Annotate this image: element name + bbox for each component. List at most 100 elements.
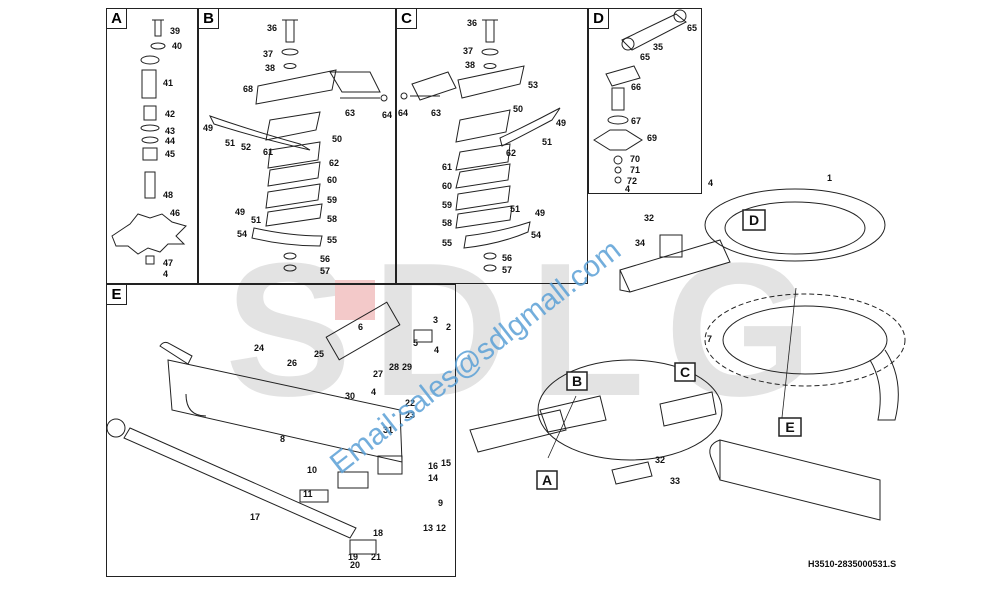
panel-d-assembly <box>593 9 687 184</box>
part-label: 58 <box>442 218 452 228</box>
part-label: 46 <box>170 208 180 218</box>
panel-a-letter: A <box>107 9 127 29</box>
part-label: 50 <box>332 134 342 144</box>
part-label: 58 <box>327 214 337 224</box>
part-label: 4 <box>371 387 376 397</box>
panel-a-assembly <box>111 19 187 265</box>
part-label: 49 <box>535 208 545 218</box>
part-label: 69 <box>647 133 657 143</box>
frame-assembly <box>469 359 723 461</box>
part-label: 71 <box>630 165 640 175</box>
part-label: 26 <box>287 358 297 368</box>
part-label: 43 <box>165 126 175 136</box>
part-label: 57 <box>502 265 512 275</box>
part-label: 14 <box>428 473 438 483</box>
part-label: 3 <box>433 315 438 325</box>
part-label: 17 <box>250 512 260 522</box>
callout-a-label: A <box>542 472 552 488</box>
part-label: 40 <box>172 41 182 51</box>
part-label: 37 <box>263 49 273 59</box>
part-label: 18 <box>373 528 383 538</box>
part-label: 4 <box>708 178 713 188</box>
part-label: 59 <box>327 195 337 205</box>
part-label: 4 <box>625 184 630 194</box>
part-label: 16 <box>428 461 438 471</box>
part-label: 11 <box>303 489 313 499</box>
part-label: 24 <box>254 343 264 353</box>
part-label: 54 <box>237 229 247 239</box>
main-assembly <box>611 188 906 521</box>
part-label: 63 <box>431 108 441 118</box>
part-label: 35 <box>653 42 663 52</box>
panel-d-letter: D <box>589 9 609 29</box>
part-label: 51 <box>225 138 235 148</box>
part-label: 4 <box>434 345 439 355</box>
part-label: 51 <box>510 204 520 214</box>
part-label: 23 <box>405 410 415 420</box>
brand-watermark-text: SDLG <box>225 224 833 436</box>
part-label: 63 <box>345 108 355 118</box>
part-label: 72 <box>627 176 637 186</box>
part-label: 31 <box>383 425 393 435</box>
callout-a: A <box>536 470 558 490</box>
part-label: 45 <box>165 149 175 159</box>
part-label: 61 <box>442 162 452 172</box>
part-label: 65 <box>687 23 697 33</box>
part-label: 44 <box>165 136 175 146</box>
part-label: 30 <box>345 391 355 401</box>
part-label: 53 <box>528 80 538 90</box>
part-label: 36 <box>467 18 477 28</box>
part-label: 33 <box>670 476 680 486</box>
part-label: 49 <box>235 207 245 217</box>
part-label: 55 <box>327 235 337 245</box>
part-label: 6 <box>358 322 363 332</box>
part-label: 25 <box>314 349 324 359</box>
callout-b-label: B <box>572 373 582 389</box>
part-label: 10 <box>307 465 317 475</box>
part-label: 62 <box>506 148 516 158</box>
callout-c: C <box>674 362 696 382</box>
part-label: 22 <box>405 398 415 408</box>
part-label: 32 <box>644 213 654 223</box>
part-label: 12 <box>436 523 446 533</box>
panel-c-assembly <box>400 19 561 272</box>
part-label: 32 <box>655 455 665 465</box>
part-label: 57 <box>320 266 330 276</box>
part-label: 66 <box>631 82 641 92</box>
part-label: 62 <box>329 158 339 168</box>
part-label: 50 <box>513 104 523 114</box>
panel-e: E <box>106 284 456 577</box>
part-label: 51 <box>251 215 261 225</box>
part-label: 68 <box>243 84 253 94</box>
part-label: 8 <box>280 434 285 444</box>
callout-d: D <box>742 209 766 231</box>
part-label: 65 <box>640 52 650 62</box>
part-label: 56 <box>320 254 330 264</box>
part-label: 1 <box>827 173 832 183</box>
panel-b-letter: B <box>199 9 219 29</box>
panel-a: A <box>106 8 198 284</box>
panel-b: B <box>198 8 396 284</box>
part-label: 61 <box>263 147 273 157</box>
part-label: 2 <box>446 322 451 332</box>
part-label: 39 <box>170 26 180 36</box>
callout-b: B <box>566 371 588 391</box>
part-label: 64 <box>398 108 408 118</box>
email-watermark-text: Email:sales@sdlgmall.com <box>324 234 627 481</box>
part-label: 56 <box>502 253 512 263</box>
callout-d-label: D <box>749 212 759 228</box>
part-label: 64 <box>382 110 392 120</box>
part-label: 54 <box>531 230 541 240</box>
panel-e-assembly <box>106 301 433 555</box>
part-label: 60 <box>327 175 337 185</box>
panel-c-letter: C <box>397 9 417 29</box>
part-label: 38 <box>465 60 475 70</box>
part-label: 36 <box>267 23 277 33</box>
callout-e-label: E <box>785 419 794 435</box>
part-label: 55 <box>442 238 452 248</box>
part-label: 42 <box>165 109 175 119</box>
